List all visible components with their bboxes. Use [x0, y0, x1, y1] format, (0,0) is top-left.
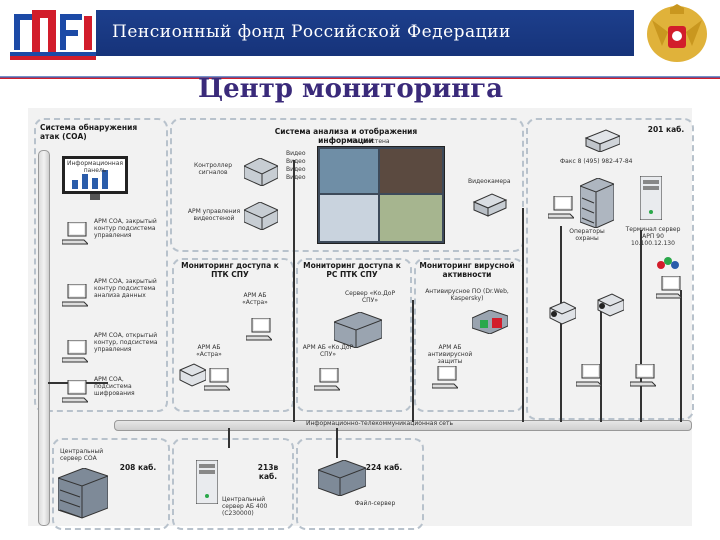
printer-icon	[548, 300, 577, 330]
analysis-zone	[170, 118, 524, 252]
workstation-icon	[203, 367, 232, 396]
signal-label: Видео	[286, 150, 306, 157]
room-208-label: 208 каб.	[119, 463, 157, 472]
antivirus-software-label: Антивирусное ПО (Dr.Web, Kaspersky)	[425, 288, 509, 303]
connector-line	[293, 160, 295, 422]
workstation-label: АРМ СОА, подсистема шифрования	[94, 376, 135, 398]
workstation-icon	[313, 367, 342, 396]
video-wall-map	[320, 149, 378, 193]
ptk-arm-label: АРМ АБ «Астра»	[242, 292, 268, 307]
ptk-zone-title: Мониторинг доступа к ПТК СПУ	[181, 261, 279, 279]
signal-label: Видео	[286, 158, 306, 165]
fax-icon	[584, 128, 622, 156]
flag-stripe	[0, 64, 720, 79]
connector-line	[228, 428, 230, 448]
workstation-icon	[61, 339, 90, 368]
connector-line	[640, 230, 642, 422]
traffic-lights-icon	[656, 256, 680, 278]
antivirus-server-icon	[471, 309, 509, 338]
file-server-label: Файл-сервер	[354, 500, 396, 507]
video-wall-panel	[320, 195, 378, 241]
central-server-icon	[195, 459, 219, 508]
workstation-icon	[243, 201, 279, 234]
rs-zone-title: Мониторинг доступа к РС ПТК СПУ	[303, 261, 401, 279]
page-title: Центр мониторинга	[198, 74, 504, 104]
room-224-zone	[296, 438, 424, 530]
pfr-logo	[6, 4, 106, 62]
room-224-label: 224 каб.	[365, 463, 403, 472]
connector-line	[522, 208, 524, 422]
workstation-label: АРМ СОА, открытый контур, подсистема упр…	[94, 332, 158, 354]
ptk-arm2-label: АРМ АБ «Астра»	[196, 344, 222, 359]
connector-line	[600, 300, 602, 422]
server-icon	[333, 311, 383, 352]
video-camera-label: Видеокамера	[468, 178, 511, 185]
printer-icon	[596, 292, 625, 322]
rs-server-label: Сервер «Ко.ДоР СПУ»	[344, 290, 396, 305]
workstation-icon	[547, 195, 576, 224]
connector-line	[336, 428, 338, 458]
coat-of-arms-icon	[647, 4, 707, 62]
rs-arm-label: АРМ АБ «Ко.ДоР СПУ»	[302, 344, 354, 359]
workstation-icon	[61, 283, 90, 312]
signal-label: Видео	[286, 166, 306, 173]
info-panel-label: Информационная панель	[66, 160, 123, 175]
operators-label: Операторы охраны	[569, 228, 605, 243]
workstation-icon	[655, 275, 684, 304]
video-wall-label: Видеостена	[352, 138, 390, 145]
workstation-icon	[629, 363, 658, 392]
fax-label: Факс 8 (495) 982-47-84	[560, 158, 633, 165]
analysis-zone-title: Система анализа и отображения информации	[274, 127, 418, 145]
server-rack-icon	[57, 467, 109, 524]
printer-icon	[178, 362, 207, 392]
info-panel-icon	[62, 156, 128, 200]
workstation-icon	[431, 365, 460, 394]
terminal-server-icon	[639, 175, 663, 224]
video-wall-camera-feed	[380, 149, 442, 193]
room-201-label: 201 каб.	[647, 125, 685, 134]
video-wall-panel	[380, 195, 442, 241]
vertical-backbone	[38, 150, 50, 526]
virus-zone-title: Мониторинг вирусной активности	[419, 261, 515, 279]
antivirus-arm-label: АРМ АБ антивирусной защиты	[427, 344, 473, 366]
room-213-label: 213в каб.	[257, 463, 279, 481]
file-server-icon	[317, 459, 367, 500]
terminal-server-label: Терминал сервер АРП 90 10.100.12.130	[625, 226, 681, 248]
header: Пенсионный фонд Российской Федерации	[0, 0, 720, 79]
workstation-icon	[575, 363, 604, 392]
signal-label: Видео	[286, 174, 306, 181]
controller-device-icon	[243, 157, 279, 190]
room-201-zone	[526, 118, 694, 420]
room-208-zone	[52, 438, 170, 530]
connector-line	[412, 300, 414, 422]
room-208-servers-label: Центральный сервер СОА	[60, 448, 104, 463]
workstation-label: АРМ СОА, закрытый контур подсистема анал…	[94, 278, 157, 300]
video-camera-icon	[472, 192, 508, 222]
banner-text: Пенсионный фонд Российской Федерации	[112, 22, 511, 42]
network-label: Информационно-телекоммуникационная сеть	[306, 420, 454, 427]
banner	[96, 10, 634, 56]
rs-zone	[296, 258, 412, 412]
room-213-zone	[172, 438, 294, 530]
workstation-icon	[61, 221, 90, 250]
workstation-label: АРМ СОА, закрытый контур подсистема упра…	[94, 218, 157, 240]
soa-zone-title: Система обнаружения атак (СОА)	[40, 123, 138, 141]
arm-videowall-label: АРМ управления видеостеной	[187, 208, 241, 223]
video-wall-screen	[317, 146, 445, 244]
controller-label: Контроллер сигналов	[194, 162, 232, 177]
server-rack-icon	[579, 177, 615, 232]
workstation-icon	[245, 317, 274, 346]
network-bus	[114, 420, 692, 431]
workstation-icon	[61, 379, 90, 408]
room-213-server-label: Центральный сервер АБ 400 (С230000)	[222, 496, 268, 518]
soa-zone	[34, 118, 168, 412]
connector-line	[680, 290, 682, 422]
